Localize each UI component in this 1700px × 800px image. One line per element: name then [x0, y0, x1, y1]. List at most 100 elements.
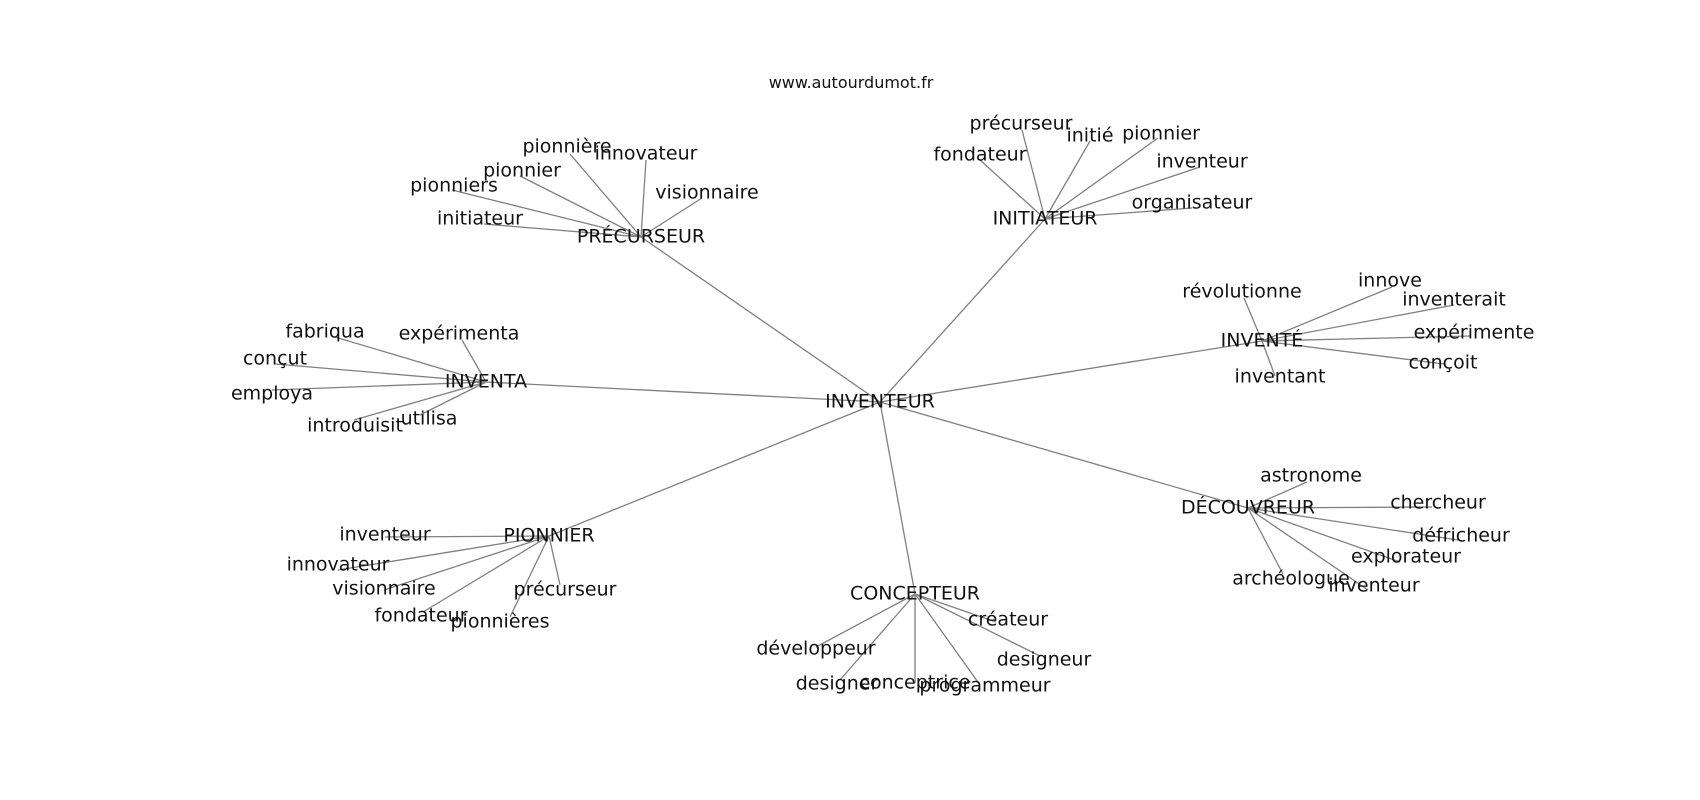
leaf-label: conçut	[243, 348, 307, 370]
edge-invente-leaf	[1243, 297, 1263, 342]
edge-root-invente	[879, 340, 1263, 403]
leaf-label: précurseur	[970, 113, 1073, 135]
edge-root-decouvreur	[879, 401, 1249, 509]
leaf-label: inventerait	[1402, 289, 1506, 311]
edge-inventa-leaf	[334, 336, 487, 383]
edge-decouvreur-leaf	[1247, 506, 1433, 509]
edge-inventa-leaf	[461, 339, 487, 383]
hub-label-precurseur: PRÉCURSEUR	[577, 225, 705, 248]
site-url: www.autourdumot.fr	[769, 73, 934, 92]
leaf-label: fondateur	[933, 144, 1026, 166]
edge-invente-leaf	[1261, 340, 1276, 377]
leaf-label: fondateur	[374, 605, 467, 627]
leaf-label: défricheur	[1412, 525, 1510, 547]
leaf-label: innovateur	[595, 143, 698, 165]
edge-decouvreur-leaf	[1247, 507, 1459, 541]
edge-concepteur-leaf	[914, 593, 1041, 657]
edge-precurseur-leaf	[569, 153, 642, 238]
leaf-label: chercheur	[1390, 492, 1486, 514]
edge-decouvreur-leaf	[1247, 507, 1284, 575]
edge-initiateur-leaf	[1021, 129, 1046, 220]
leaf-label: pionnier	[483, 160, 561, 182]
edge-pionnier-leaf	[383, 535, 550, 591]
edge-concepteur-leaf	[839, 593, 916, 681]
leaf-label: pionniers	[410, 175, 498, 197]
edge-pionnier-leaf	[509, 535, 550, 618]
leaf-label: programmeur	[919, 675, 1050, 697]
leaf-label: inventeur	[1328, 575, 1419, 597]
edge-pionnier-leaf	[384, 535, 550, 538]
leaf-label: archéologue	[1232, 568, 1350, 590]
leaf-label: pionnières	[451, 611, 550, 633]
leaf-label: employa	[231, 383, 313, 405]
leaf-label: explorateur	[1351, 546, 1461, 568]
edge-initiateur-leaf	[1044, 140, 1091, 220]
edge-precurseur-leaf	[519, 175, 642, 238]
edge-decouvreur-leaf	[1247, 481, 1308, 509]
hub-label-concepteur: CONCEPTEUR	[850, 583, 980, 605]
hub-label-decouvreur: DÉCOUVREUR	[1181, 496, 1315, 519]
leaf-label: inventeur	[1156, 151, 1247, 173]
edge-root-initiateur	[879, 218, 1046, 403]
edge-invente-leaf	[1261, 286, 1393, 342]
edge-pionnier-leaf	[337, 535, 550, 571]
edge-precurseur-leaf	[640, 159, 647, 238]
edge-inventa-leaf	[271, 381, 487, 391]
edges	[271, 129, 1471, 686]
leaf-label: designeur	[997, 649, 1092, 671]
leaf-label: initié	[1066, 125, 1113, 147]
hub-label-inventa: INVENTA	[445, 371, 527, 393]
edge-root-precurseur	[640, 236, 881, 403]
leaf-label: astronome	[1260, 465, 1362, 487]
hub-label-pionnier: PIONNIER	[503, 525, 594, 547]
edge-precurseur-leaf	[640, 197, 703, 238]
hub-label-initiateur: INITIATEUR	[993, 208, 1098, 230]
edge-inventa-leaf	[419, 381, 487, 416]
edge-concepteur-leaf	[914, 593, 981, 686]
edge-decouvreur-leaf	[1247, 507, 1401, 563]
leaf-label: inventeur	[339, 524, 430, 546]
leaf-label: fabriqua	[285, 321, 364, 343]
leaf-label: designer	[796, 673, 879, 695]
edge-inventa-leaf	[274, 363, 487, 383]
leaf-label: visionnaire	[332, 578, 435, 600]
leaf-label: révolutionne	[1182, 281, 1301, 303]
edge-initiateur-leaf	[979, 159, 1046, 220]
edge-inventa-leaf	[353, 381, 487, 421]
edge-concepteur-leaf	[815, 593, 916, 648]
edge-initiateur-leaf	[1044, 137, 1159, 220]
leaf-label: introduisit	[307, 415, 403, 437]
edge-initiateur-leaf	[1044, 166, 1201, 220]
leaf-label: initiateur	[437, 208, 523, 230]
leaf-label: développeur	[756, 638, 875, 660]
edge-precurseur-leaf	[483, 223, 642, 238]
leaf-label: innove	[1358, 270, 1422, 292]
edge-decouvreur-leaf	[1247, 507, 1369, 591]
hub-label-invente: INVENTÉ	[1221, 329, 1304, 352]
edge-pionnier-leaf	[548, 535, 561, 586]
edge-pionnier-leaf	[422, 535, 550, 613]
leaf-label: créateur	[968, 609, 1048, 631]
edge-invente-leaf	[1261, 335, 1471, 342]
leaf-label: visionnaire	[655, 182, 758, 204]
leaf-label: organisateur	[1132, 192, 1253, 214]
leaf-label: précurseur	[514, 579, 617, 601]
edge-root-inventa	[485, 381, 881, 403]
leaf-label: innovateur	[287, 554, 390, 576]
leaf-label: pionnier	[1122, 123, 1200, 145]
edge-initiateur-leaf	[1044, 207, 1193, 220]
edge-precurseur-leaf	[451, 189, 642, 238]
leaf-label: pionnière	[522, 136, 611, 158]
leaf-label: conceptrice	[860, 672, 971, 694]
leaf-label: inventant	[1235, 366, 1326, 388]
leaf-label: expérimente	[1414, 322, 1535, 344]
edge-invente-leaf	[1261, 340, 1445, 365]
root-label: INVENTEUR	[825, 391, 935, 413]
edge-root-concepteur	[879, 401, 916, 595]
edge-root-pionnier	[548, 401, 881, 537]
edge-invente-leaf	[1261, 304, 1455, 342]
leaf-label: expérimenta	[399, 323, 520, 345]
leaf-label: conçoit	[1409, 352, 1478, 374]
